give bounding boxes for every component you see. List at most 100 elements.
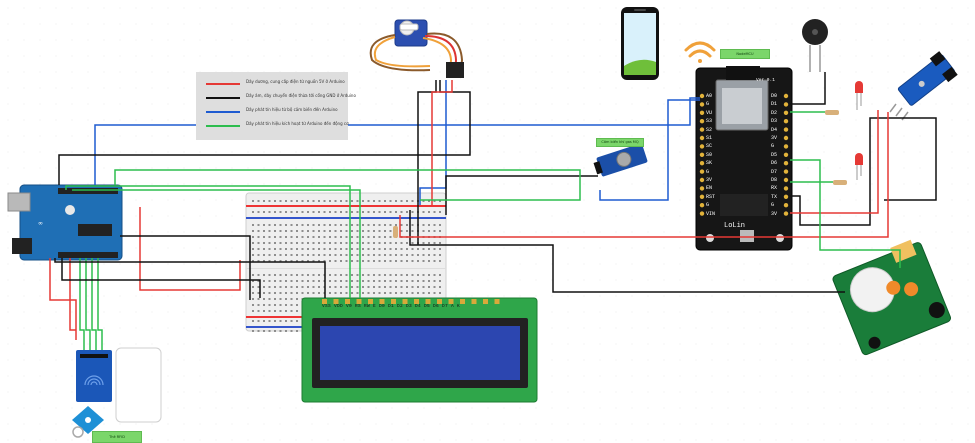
nodemcu-pin-label: G (771, 202, 775, 209)
nodemcu-pin-label: G (771, 143, 775, 150)
nodemcu-pin (699, 194, 705, 199)
rfid-keyfob (72, 406, 104, 438)
led-1 (855, 81, 863, 110)
lcd-pin (494, 299, 500, 304)
legend-text: Dây dương, cung cấp điện từ nguồn 5V ở A… (246, 79, 345, 84)
led-2 (855, 153, 863, 180)
nodemcu-tag: NodeMCU (720, 49, 770, 59)
lcd-pin (345, 299, 350, 304)
nodemcu-pin-label: S3 (706, 118, 713, 125)
resistor-3 (393, 226, 398, 238)
wifi-icon (684, 41, 716, 63)
lcd-display (301, 297, 538, 403)
nodemcu-pin (783, 203, 789, 208)
nodemcu-pin (783, 177, 789, 183)
nodemcu-pin-label: D1 (771, 101, 778, 108)
pir-sensor (832, 239, 952, 356)
nodemcu-pin (699, 169, 705, 174)
arduino-uno: ∞ (7, 184, 123, 261)
nodemcu-pin-label: G (706, 168, 710, 175)
legend-swatch-blue (206, 111, 240, 113)
legend-text: Dây âm, dây chuyển điện thừa tới cổng GN… (246, 93, 356, 98)
legend-row: Dây phát tín hiệu kích hoạt từ Arduino đ… (196, 120, 349, 132)
nodemcu-pin (699, 102, 705, 107)
nodemcu-pin (699, 144, 705, 149)
nodemcu-pin-label: S1 (706, 135, 713, 141)
nodemcu-pin (699, 203, 705, 208)
nodemcu-pin (699, 177, 705, 183)
lcd-pin (333, 299, 339, 304)
nodemcu-pin-label: D6 (771, 160, 778, 167)
phone-icon (621, 7, 659, 80)
nodemcu-board (695, 66, 793, 251)
nodemcu-pin (699, 127, 705, 132)
rfid-reader (76, 350, 112, 402)
nodemcu-pin (783, 127, 789, 132)
legend-swatch-red (206, 83, 240, 85)
nodemcu-brand: LoLin (724, 222, 746, 230)
lcd-pin (356, 299, 362, 304)
nodemcu-pin (783, 152, 789, 157)
lcd-pin (379, 299, 385, 304)
lcd-pin (391, 299, 396, 304)
nodemcu-pin-label: G (706, 202, 710, 209)
nodemcu-pin (699, 186, 705, 191)
nodemcu-pin-label: 3V (706, 177, 713, 183)
lcd-pin (402, 299, 408, 304)
legend-row: Dây phát tín hiệu từ bộ cảm biến đến Ard… (196, 106, 348, 118)
buzzer (802, 19, 828, 72)
nodemcu-pin-label: 3V (771, 135, 778, 141)
nodemcu-pin-label: RST (706, 193, 716, 200)
nodemcu-pin-label: D4 (771, 126, 778, 133)
nodemcu-pin (699, 161, 705, 166)
nodemcu-pin-label: D0 (771, 93, 778, 99)
nodemcu-pin (783, 144, 789, 149)
legend-row: Dây âm, dây chuyển điện thừa tới cổng GN… (196, 92, 356, 104)
legend-row: Dây dương, cung cấp điện từ nguồn 5V ở A… (196, 78, 348, 90)
nodemcu-pin-label: D7 (771, 168, 778, 175)
resistor-1 (825, 110, 839, 115)
legend-text: Dây phát tín hiệu kích hoạt từ Arduino đ… (246, 121, 349, 126)
nodemcu-pin-label: S0 (706, 151, 713, 158)
nodemcu-pin (783, 169, 789, 174)
ir-sensor (889, 51, 958, 121)
nodemcu-pin (783, 194, 789, 199)
nodemcu-pin-label: EN (706, 185, 713, 192)
nodemcu-pin (783, 119, 789, 124)
gas-sensor (593, 143, 648, 177)
nodemcu-pin (783, 186, 789, 191)
nodemcu-pin-label: D5 (771, 151, 778, 158)
legend-swatch-black (206, 97, 240, 99)
nodemcu-pin-label: G (706, 101, 710, 108)
nodemcu-pin (699, 211, 705, 216)
nodemcu-pin (699, 152, 705, 157)
svg-text:∞: ∞ (38, 220, 43, 227)
legend-swatch-green (206, 125, 240, 127)
lcd-pin (448, 299, 454, 304)
lcd-pin-labels: VSS VDD V0 RS RW E D0 D1 D2 D3 D4 D5 D6 … (322, 304, 461, 309)
nodemcu-pin (699, 110, 705, 116)
lcd-pin (368, 299, 373, 304)
wires (49, 72, 937, 350)
gas-sensor-tag: Cảm biến khí gas MQ (596, 138, 644, 147)
nodemcu-pin-label: A0 (706, 93, 713, 99)
nodemcu-pin-label: 3V (771, 210, 778, 217)
lcd-pin (414, 299, 419, 304)
nodemcu-pin (783, 110, 789, 116)
lcd-pin (483, 299, 488, 304)
nodemcu-pin-label: D8 (771, 177, 778, 183)
lcd-pin (425, 299, 431, 304)
nodemcu-pin (783, 102, 789, 107)
resistor-2 (833, 180, 847, 185)
servo-motor (369, 19, 464, 79)
nodemcu-pin (783, 211, 789, 216)
legend-text: Dây phát tín hiệu từ bộ cảm biến đến Ard… (246, 107, 338, 112)
nodemcu-version: Ver 0.1 (756, 78, 775, 83)
wire-legend: Dây dương, cung cấp điện từ nguồn 5V ở A… (196, 72, 356, 140)
nodemcu-pin-label: SK (706, 160, 713, 167)
nodemcu-pin-label: RX (771, 185, 778, 192)
nodemcu-pin (783, 93, 789, 99)
nodemcu-pin (699, 119, 705, 124)
rfid-card (115, 347, 162, 423)
